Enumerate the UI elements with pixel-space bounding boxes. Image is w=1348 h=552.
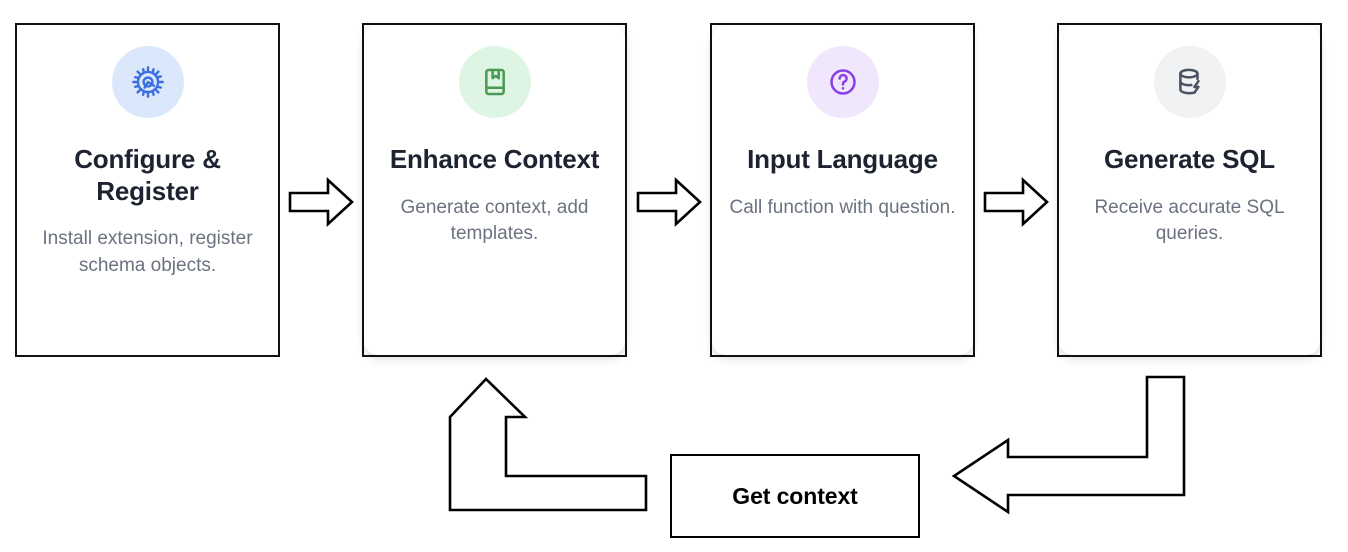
get-context-label: Get context [732, 482, 858, 509]
step-title: Configure & Register [74, 144, 221, 206]
get-context-box[interactable]: Get context [670, 454, 920, 538]
step-title: Enhance Context [389, 144, 600, 174]
step-card-body: Configure & Register Install extension, … [17, 25, 278, 355]
arrow-loop-from-generate-sql [951, 375, 1186, 515]
arrow-step-3-to-4 [983, 177, 1049, 227]
step-description: Call function with question. [729, 196, 956, 218]
gear-icon [111, 46, 184, 118]
database-bolt-icon [1153, 46, 1226, 118]
step-description: Generate context, add templates. [400, 196, 589, 244]
arrow-step-1-to-2 [288, 177, 354, 227]
book-bookmark-icon [458, 46, 531, 118]
step-title: Generate SQL [1104, 144, 1275, 174]
step-description: Receive accurate SQL queries. [1094, 196, 1285, 244]
arrow-loop-to-enhance-context [448, 377, 648, 512]
step-card-input-language[interactable]: Input Language Call function with questi… [710, 23, 975, 357]
step-card-enhance-context[interactable]: Enhance Context Generate context, add te… [362, 23, 627, 357]
arrow-step-2-to-3 [636, 177, 702, 227]
step-description: Install extension, register schema objec… [42, 228, 253, 276]
step-card-generate-sql[interactable]: Generate SQL Receive accurate SQL querie… [1057, 23, 1322, 357]
step-card-body: Enhance Context Generate context, add te… [364, 25, 625, 355]
step-card-body: Input Language Call function with questi… [712, 25, 973, 355]
question-circle-icon [806, 46, 879, 118]
step-card-configure-register[interactable]: Configure & Register Install extension, … [15, 23, 280, 357]
step-card-body: Generate SQL Receive accurate SQL querie… [1059, 25, 1320, 355]
step-title: Input Language [747, 144, 938, 174]
